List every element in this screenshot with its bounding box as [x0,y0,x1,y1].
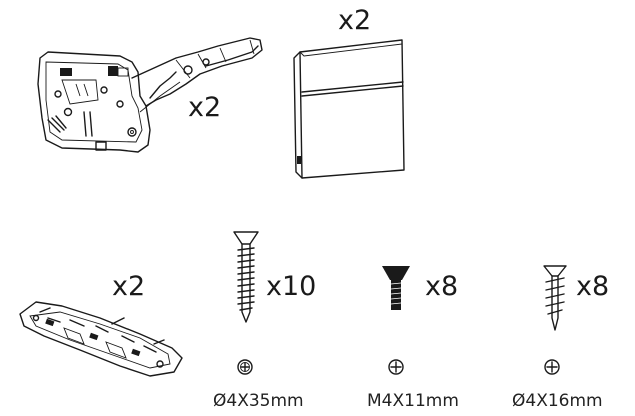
long-screw-quantity: x10 [266,271,317,302]
mounting-plate-quantity: x2 [112,271,146,302]
short-screw-quantity: x8 [576,271,610,302]
short-screw-size: Ø4X16mm [512,391,603,411]
cover-cap-quantity: x2 [338,5,372,36]
machine-screw-size: M4X11mm [367,391,459,411]
machine-screw-quantity: x8 [425,271,459,302]
long-screw-size: Ø4X35mm [213,391,304,411]
lift-mechanism-quantity: x2 [188,92,222,123]
